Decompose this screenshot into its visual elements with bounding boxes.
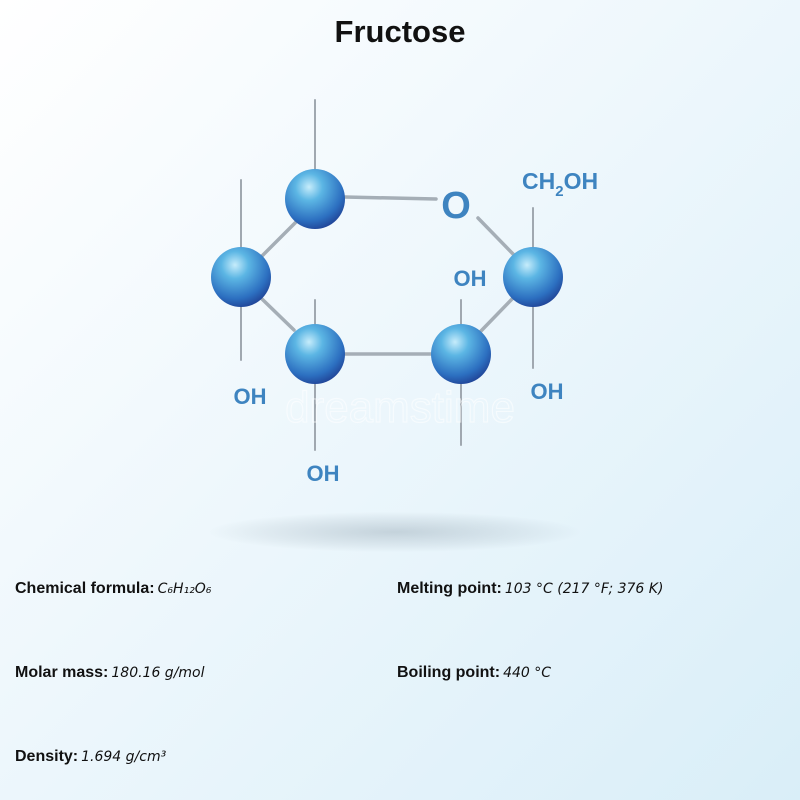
density-row: Density:1.694 g/cm³ (15, 748, 166, 766)
ch2oh-label: CH2OH (522, 168, 598, 200)
bond-c2-c3 (260, 297, 296, 332)
watermark: dreamstime (285, 383, 515, 432)
melting-point-value: 103 °C (217 °F; 376 K) (504, 581, 664, 597)
chemical-formula-value: C₆H₁₂O₆ (157, 581, 212, 597)
density-value: 1.694 g/cm³ (81, 749, 167, 765)
chemical-formula-label: Chemical formula: (15, 580, 155, 597)
oh-label-c2-down: OH (234, 384, 267, 409)
oh-label-c3-down: OH (307, 461, 340, 486)
ring-oxygen-label: O (441, 185, 471, 227)
bond-c4-c5 (479, 296, 515, 333)
bond-c1-c2 (260, 220, 298, 258)
bond-o-c5 (476, 216, 516, 257)
molar-mass-row: Molar mass:180.16 g/mol (15, 664, 205, 682)
melting-point-label: Melting point: (397, 580, 502, 597)
page-title: Fructose (334, 14, 466, 49)
ch2oh-subscript: 2 (555, 183, 563, 200)
melting-point-row: Melting point:103 °C (217 °F; 376 K) (397, 580, 663, 598)
molar-mass-value: 180.16 g/mol (111, 665, 205, 681)
carbon-atoms (211, 169, 563, 384)
carbon-atom-1 (285, 169, 345, 229)
carbon-atom-5 (503, 247, 563, 307)
ch2oh-part-b: OH (564, 168, 599, 194)
density-label: Density: (15, 748, 79, 765)
molecule-shadow (210, 512, 580, 552)
boiling-point-row: Boiling point:440 °C (397, 664, 551, 682)
molar-mass-label: Molar mass: (15, 664, 109, 681)
boiling-point-value: 440 °C (503, 665, 552, 681)
boiling-point-label: Boiling point: (397, 664, 501, 681)
chemical-formula-row: Chemical formula:C₆H₁₂O₆ (15, 580, 211, 598)
oh-label-c4-up: OH (454, 266, 487, 291)
ring-bonds (260, 195, 516, 356)
carbon-atom-3 (285, 324, 345, 384)
vertical-bonds (240, 99, 534, 451)
oh-label-c5-down: OH (531, 379, 564, 404)
bond-c1-o (343, 195, 438, 201)
ch2oh-part-a: CH (522, 168, 555, 194)
carbon-atom-4 (431, 324, 491, 384)
carbon-atom-2 (211, 247, 271, 307)
